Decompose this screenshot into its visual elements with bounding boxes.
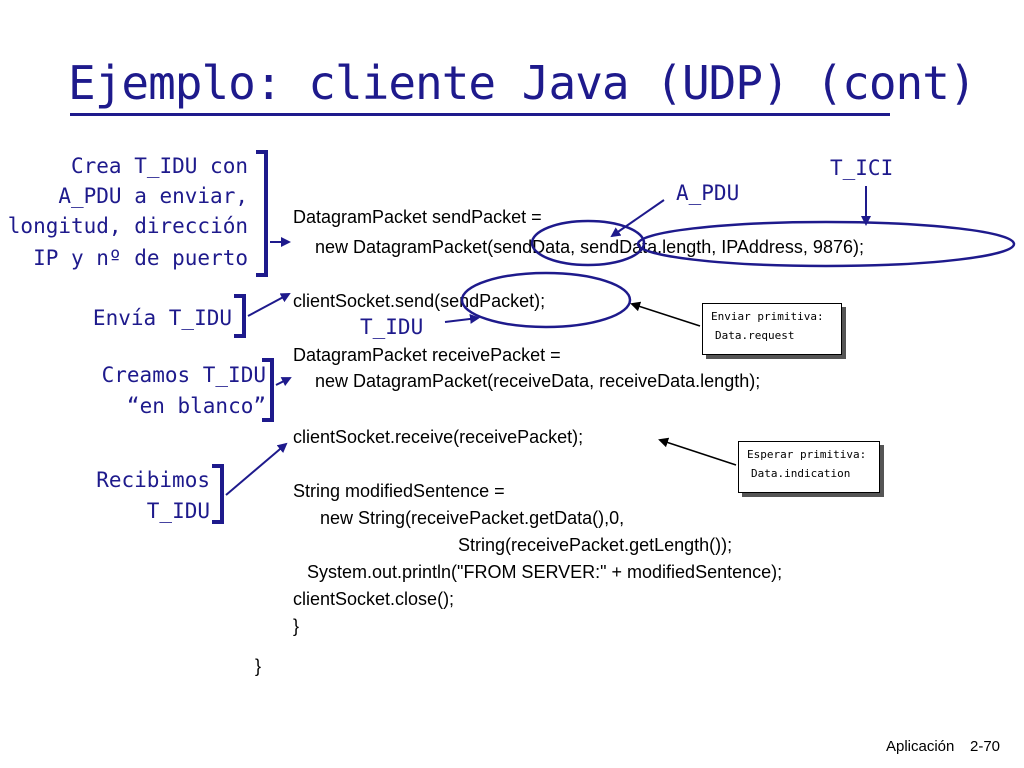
code-line-4: DatagramPacket receivePacket = xyxy=(293,345,561,365)
footer-section: Aplicación xyxy=(886,738,955,755)
note-creamos-line2: “en blanco” xyxy=(126,394,266,418)
bracket-envia xyxy=(234,294,246,338)
code-line-12: } xyxy=(293,616,300,636)
bracket-recibimos xyxy=(212,464,224,524)
arrow-recibimos-to-code xyxy=(225,442,288,496)
code-line-3: clientSocket.send(sendPacket); xyxy=(293,291,546,311)
note-envia: Envía T_IDU xyxy=(92,306,232,330)
callout-esperar-line2: Data.indication xyxy=(751,467,851,480)
code-line-7: String modifiedSentence = xyxy=(293,481,505,501)
code-line-2: new DatagramPacket(sendData, sendData.le… xyxy=(315,237,864,257)
code-line-10: System.out.println("FROM SERVER:" + modi… xyxy=(307,562,783,582)
arrow-enviar-callout xyxy=(630,301,701,327)
arrow-esperar-callout xyxy=(658,437,737,466)
arrow-envia-to-code xyxy=(247,293,291,317)
slide-title: Ejemplo: cliente Java (UDP) (cont) xyxy=(68,56,977,110)
note-crea-line2: A_PDU a enviar, xyxy=(58,184,248,208)
code-line-9: String(receivePacket.getLength()); xyxy=(458,535,733,555)
callout-esperar-line1: Esperar primitiva: xyxy=(747,448,867,461)
note-recibimos-line1: Recibimos xyxy=(96,468,210,492)
code-line-5: new DatagramPacket(receiveData, receiveD… xyxy=(315,371,761,391)
callout-enviar-line1: Enviar primitiva: xyxy=(711,310,824,323)
title-underline xyxy=(70,113,890,116)
callout-enviar-primitiva: Enviar primitiva: Data.request xyxy=(702,303,842,355)
code-line-8: new String(receivePacket.getData(),0, xyxy=(320,508,625,528)
note-recibimos-line2: T_IDU xyxy=(146,499,210,523)
bracket-creamos xyxy=(262,358,274,422)
note-crea-line3: longitud, dirección xyxy=(7,214,248,238)
arrow-creamos-to-code xyxy=(275,377,292,387)
code-line-13: } xyxy=(255,656,262,676)
note-crea-line1: Crea T_IDU con xyxy=(70,154,248,178)
ellipse-address-port xyxy=(636,220,1016,268)
callout-esperar-primitiva: Esperar primitiva: Data.indication xyxy=(738,441,880,493)
arrow-tidu xyxy=(444,313,480,324)
label-tici: T_ICI xyxy=(830,156,894,180)
footer-page-number: 2-70 xyxy=(970,738,1001,755)
callout-enviar-line2: Data.request xyxy=(715,329,795,342)
label-tidu: T_IDU xyxy=(360,315,424,339)
note-creamos-line1: Creamos T_IDU xyxy=(101,363,266,387)
code-line-11: clientSocket.close(); xyxy=(293,589,455,609)
note-crea-line4: IP y nº de puerto xyxy=(33,246,248,270)
arrow-apdu xyxy=(610,199,665,238)
code-line-6: clientSocket.receive(receivePacket); xyxy=(293,427,584,447)
label-apdu: A_PDU xyxy=(676,181,740,205)
ellipse-sendpacket xyxy=(460,271,632,329)
ellipse-senddata xyxy=(530,219,646,267)
bracket-crea xyxy=(256,150,268,277)
code-line-1: DatagramPacket sendPacket = xyxy=(293,207,542,227)
